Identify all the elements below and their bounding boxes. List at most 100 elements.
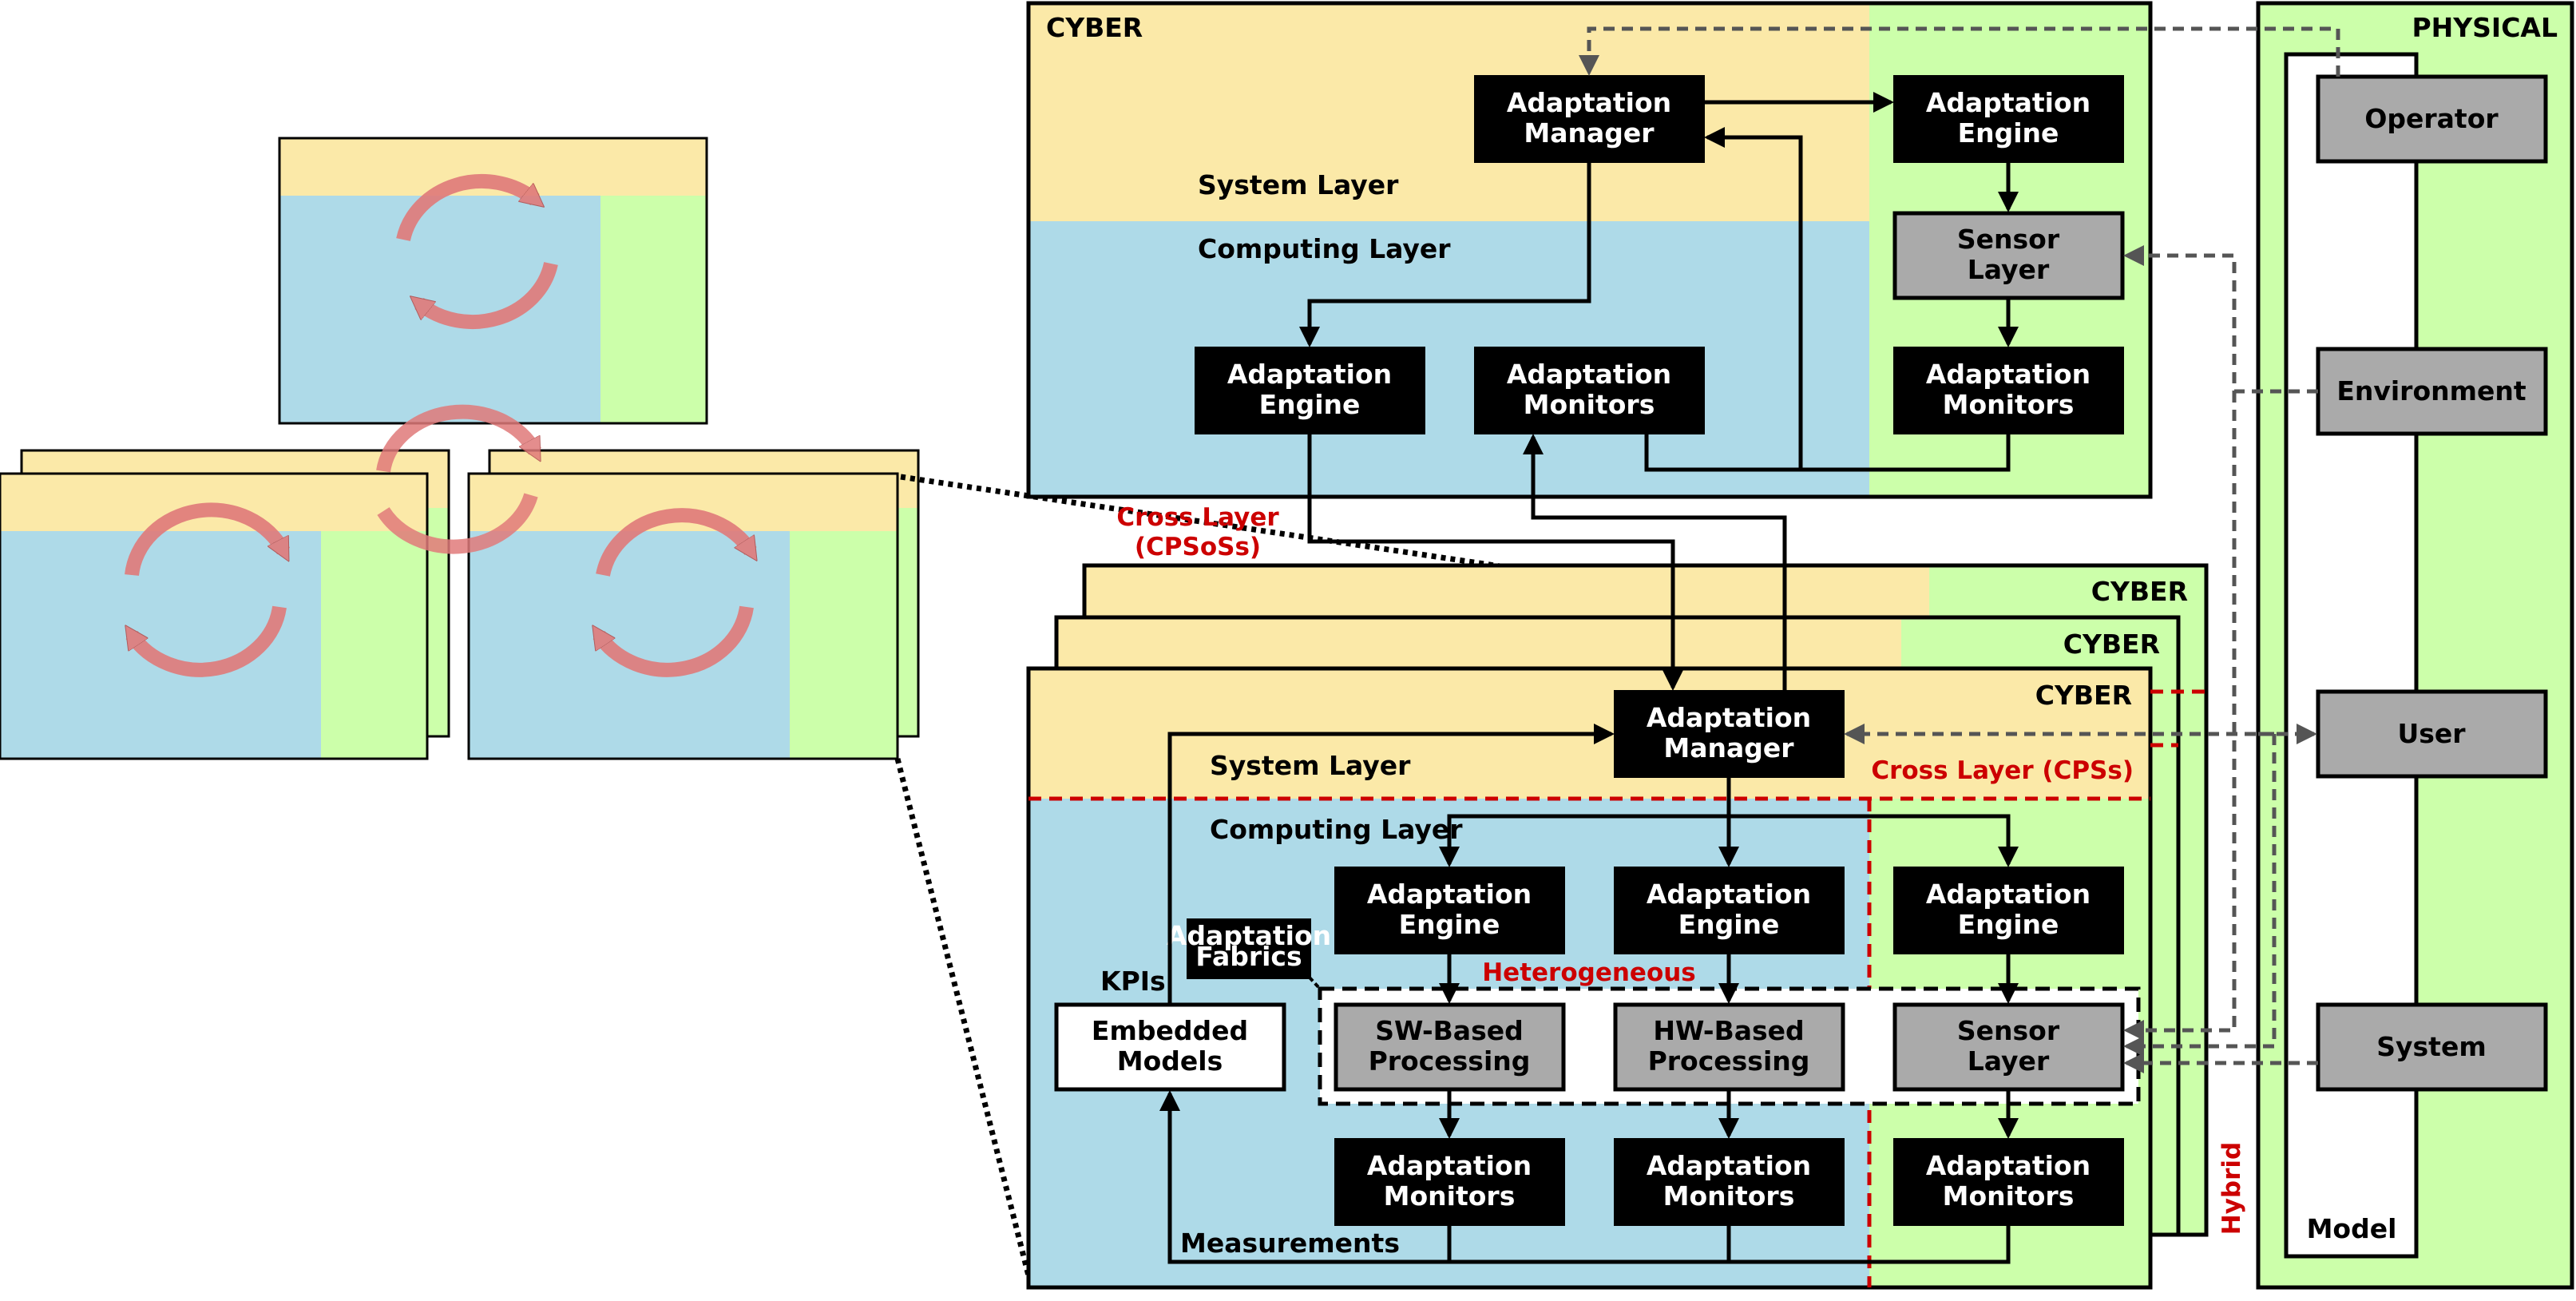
hw-processing-line1: HW-Based bbox=[1653, 1015, 1804, 1046]
top-physical-monitors-line1: Adaptation bbox=[1926, 359, 2091, 390]
top-adaptation-manager: Adaptation Manager bbox=[1474, 75, 1705, 163]
cross-layer-cpsoss-line2: (CPSoSs) bbox=[1135, 533, 1261, 561]
system-of-systems-overview bbox=[0, 137, 2149, 1283]
monitors-3-line2: Monitors bbox=[1943, 1180, 2075, 1212]
bottom-adaptation-monitors-sensor: Adaptation Monitors bbox=[1893, 1138, 2124, 1226]
monitors-1-line1: Adaptation bbox=[1367, 1150, 1532, 1181]
operator-block: Operator bbox=[2316, 74, 2548, 164]
cyber-stack-title-2: CYBER bbox=[2063, 629, 2160, 660]
cyber-stack-title-1: CYBER bbox=[2035, 680, 2132, 711]
top-physical-monitors-line2: Monitors bbox=[1943, 389, 2075, 420]
bottom-adaptation-engine-hw: Adaptation Engine bbox=[1614, 867, 1845, 954]
hw-based-processing: HW-Based Processing bbox=[1613, 1002, 1845, 1092]
embedded-models: Embedded Models bbox=[1054, 1002, 1286, 1092]
conn-top-engine-to-bottom-manager bbox=[1307, 433, 1683, 691]
bottom-system-layer-label: System Layer bbox=[1210, 750, 1411, 781]
top-adaptation-manager-line2: Manager bbox=[1524, 117, 1655, 149]
top-cyber-title: CYBER bbox=[1046, 12, 1143, 43]
top-adaptation-manager-line1: Adaptation bbox=[1507, 87, 1671, 118]
dconn-environment-to-top-sensor bbox=[2123, 245, 2318, 394]
sw-based-processing: SW-Based Processing bbox=[1334, 1002, 1566, 1092]
conn-measurements-to-models bbox=[1159, 1090, 1449, 1264]
top-monitors-line1: Adaptation bbox=[1507, 359, 1671, 390]
top-physical-adaptation-monitors: Adaptation Monitors bbox=[1893, 347, 2124, 434]
adaptation-fabrics-tag: Adaptation Fabrics bbox=[1167, 918, 1331, 979]
monitors-2-line1: Adaptation bbox=[1647, 1150, 1811, 1181]
cyber-stack-title-3: CYBER bbox=[2091, 576, 2188, 607]
bottom-adaptation-manager: Adaptation Manager bbox=[1614, 690, 1845, 778]
cross-layer-cps-label: Cross Layer (CPSs) bbox=[1871, 756, 2134, 785]
kpis-label: KPIs bbox=[1100, 966, 1166, 997]
bottom-adaptation-monitors-sw: Adaptation Monitors bbox=[1334, 1138, 1565, 1226]
mini-cps-top bbox=[278, 137, 708, 425]
hw-processing-line2: Processing bbox=[1648, 1045, 1810, 1077]
zoom-line-bottom bbox=[894, 758, 1033, 1283]
top-physical-engine-line2: Engine bbox=[1958, 117, 2059, 149]
dconn-operator-to-top-manager bbox=[1579, 26, 2340, 77]
bottom-sensor-line1: Sensor bbox=[1957, 1015, 2060, 1046]
top-physical-engine-line1: Adaptation bbox=[1926, 87, 2091, 118]
bottom-manager-line1: Adaptation bbox=[1647, 702, 1811, 733]
top-adaptation-engine: Adaptation Engine bbox=[1195, 347, 1425, 434]
engine-1-line1: Adaptation bbox=[1367, 879, 1532, 910]
cross-layer-cpsoss-line1: Cross Layer bbox=[1116, 503, 1279, 532]
top-cyber-panel: CYBER System Layer Computing Layer Adapt… bbox=[1026, 1, 2153, 499]
conn-kpis-to-manager bbox=[1167, 724, 1615, 1005]
environment-block: Environment bbox=[2316, 347, 2548, 436]
physical-panel: PHYSICAL Model Operator Environment User… bbox=[2256, 1, 2574, 1290]
model-label: Model bbox=[2307, 1213, 2397, 1244]
adaptation-fabrics-line1: Adaptation bbox=[1167, 920, 1331, 951]
bottom-computing-layer-label: Computing Layer bbox=[1210, 814, 1463, 845]
top-engine-line1: Adaptation bbox=[1227, 359, 1392, 390]
top-computing-layer-label: Computing Layer bbox=[1198, 233, 1451, 264]
dconn-environment-to-bottom-sensor bbox=[2123, 391, 2237, 1041]
dconn-user-to-bottom-sensor bbox=[2123, 734, 2277, 1057]
engine-3-line2: Engine bbox=[1958, 909, 2059, 940]
embedded-models-line2: Models bbox=[1117, 1045, 1223, 1077]
sw-processing-line2: Processing bbox=[1369, 1045, 1531, 1077]
adaptation-loop-icon bbox=[396, 173, 558, 330]
conn-manager-to-top-engine bbox=[1299, 161, 1591, 347]
bottom-sensor-layer: Sensor Layer bbox=[1892, 1002, 2125, 1092]
heterogeneous-label: Heterogeneous bbox=[1482, 958, 1696, 987]
system-block: System bbox=[2316, 1002, 2548, 1092]
top-adaptation-monitors: Adaptation Monitors bbox=[1474, 347, 1705, 434]
top-physical-adaptation-engine: Adaptation Engine bbox=[1893, 75, 2124, 163]
top-sensor-layer: Sensor Layer bbox=[1892, 211, 2125, 300]
mini-cps-right bbox=[467, 449, 920, 760]
mini-cps-left bbox=[0, 449, 450, 760]
conn-bottom-manager-to-top-monitors bbox=[1523, 434, 1787, 692]
hybrid-label: Hybrid bbox=[2217, 1142, 2246, 1235]
monitors-2-line2: Monitors bbox=[1663, 1180, 1795, 1212]
embedded-models-line1: Embedded bbox=[1092, 1015, 1248, 1046]
top-sensor-layer-line2: Layer bbox=[1968, 254, 2050, 285]
adaptation-fabrics-line2: Fabrics bbox=[1195, 941, 1302, 972]
top-monitors-line2: Monitors bbox=[1524, 389, 1655, 420]
bottom-adaptation-monitors-hw: Adaptation Monitors bbox=[1614, 1138, 1845, 1226]
cross-level-loop-icon bbox=[376, 404, 541, 554]
top-engine-line2: Engine bbox=[1259, 389, 1361, 420]
conn-top-monitors-feedback bbox=[1644, 433, 1801, 472]
bottom-manager-line2: Manager bbox=[1663, 732, 1794, 764]
bottom-cyber-stack: CYBER CYBER CYBER System Layer Computing… bbox=[1026, 563, 2246, 1290]
cyber-stack-front: CYBER System Layer Computing Layer Cross… bbox=[1026, 666, 2246, 1290]
user-label: User bbox=[2397, 718, 2466, 749]
system-label: System bbox=[2376, 1031, 2486, 1062]
sw-processing-line1: SW-Based bbox=[1375, 1015, 1523, 1046]
measurements-label: Measurements bbox=[1180, 1228, 1400, 1259]
top-sensor-layer-line1: Sensor bbox=[1957, 224, 2060, 255]
engine-1-line2: Engine bbox=[1399, 909, 1500, 940]
adaptation-loop-icon bbox=[599, 508, 751, 677]
bottom-adaptation-engine-sw: Adaptation Engine bbox=[1334, 867, 1565, 954]
top-system-layer-label: System Layer bbox=[1198, 169, 1399, 200]
adaptation-loop-icon bbox=[125, 502, 290, 677]
engine-2-line2: Engine bbox=[1678, 909, 1780, 940]
monitors-1-line2: Monitors bbox=[1384, 1180, 1516, 1212]
environment-label: Environment bbox=[2336, 375, 2526, 407]
monitors-3-line1: Adaptation bbox=[1926, 1150, 2091, 1181]
bottom-adaptation-engine-sensor: Adaptation Engine bbox=[1893, 867, 2124, 954]
bottom-sensor-line2: Layer bbox=[1968, 1045, 2050, 1077]
operator-label: Operator bbox=[2364, 103, 2499, 134]
user-block: User bbox=[2316, 689, 2548, 779]
